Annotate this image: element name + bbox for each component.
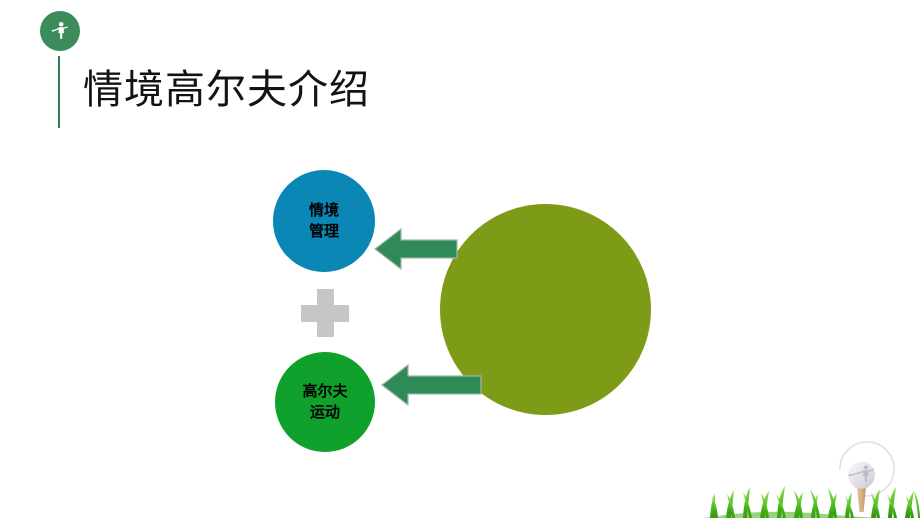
circle-label-line-1: 情境 [308,201,339,219]
golf-ball-on-tee-with-grass [690,440,920,518]
plus-icon [301,289,349,337]
circle-label-line-2: 管理 [308,222,339,240]
circle-situation-management[interactable]: 情境 管理 [273,170,375,272]
title-accent-rule [58,56,60,128]
golfer-logo-icon [40,11,80,51]
circle-golf-sport[interactable]: 高尔夫 运动 [275,352,375,452]
page-title: 情境高尔夫介绍 [83,67,370,113]
arrow-to-golf-sport [381,362,482,413]
arrow-to-situation-management [374,226,458,277]
plus-vertical-bar [317,289,334,337]
circle-label-line-2: 运动 [309,403,340,421]
circle-label-line-1: 高尔夫 [302,382,348,400]
